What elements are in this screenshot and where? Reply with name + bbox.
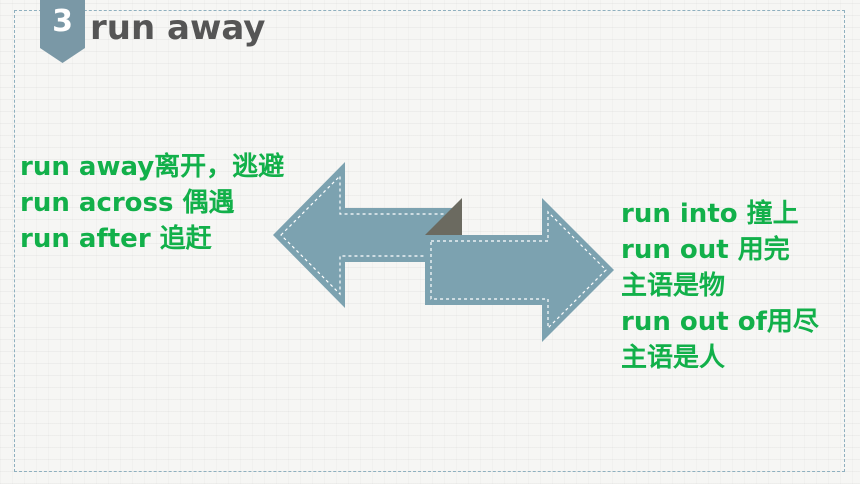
note-subject-person: 主语是人 <box>621 343 726 373</box>
phrase-run-across: run across 偶遇 <box>20 188 235 218</box>
badge-tag-icon <box>40 0 85 63</box>
note-subject-thing: 主语是物 <box>621 271 726 301</box>
slide-number-badge: 3 <box>40 0 85 64</box>
right-arrow-icon <box>425 198 614 342</box>
phrase-run-out: run out 用完 <box>621 235 790 265</box>
phrase-run-after: run after 追赶 <box>20 224 212 254</box>
phrase-run-away: run away离开，逃避 <box>20 152 285 182</box>
left-phrase-list: run away离开，逃避 run across 偶遇 run after 追赶 <box>20 149 284 257</box>
phrase-run-into: run into 撞上 <box>621 199 799 229</box>
phrase-run-out-of: run out of用尽 <box>621 307 819 337</box>
slide-frame <box>14 10 845 472</box>
slide-number: 3 <box>52 4 73 39</box>
slide-title: run away <box>90 8 266 48</box>
fold-shadow-shape <box>425 198 462 235</box>
right-phrase-list: run into 撞上 run out 用完 主语是物 run out of用尽… <box>621 196 819 376</box>
